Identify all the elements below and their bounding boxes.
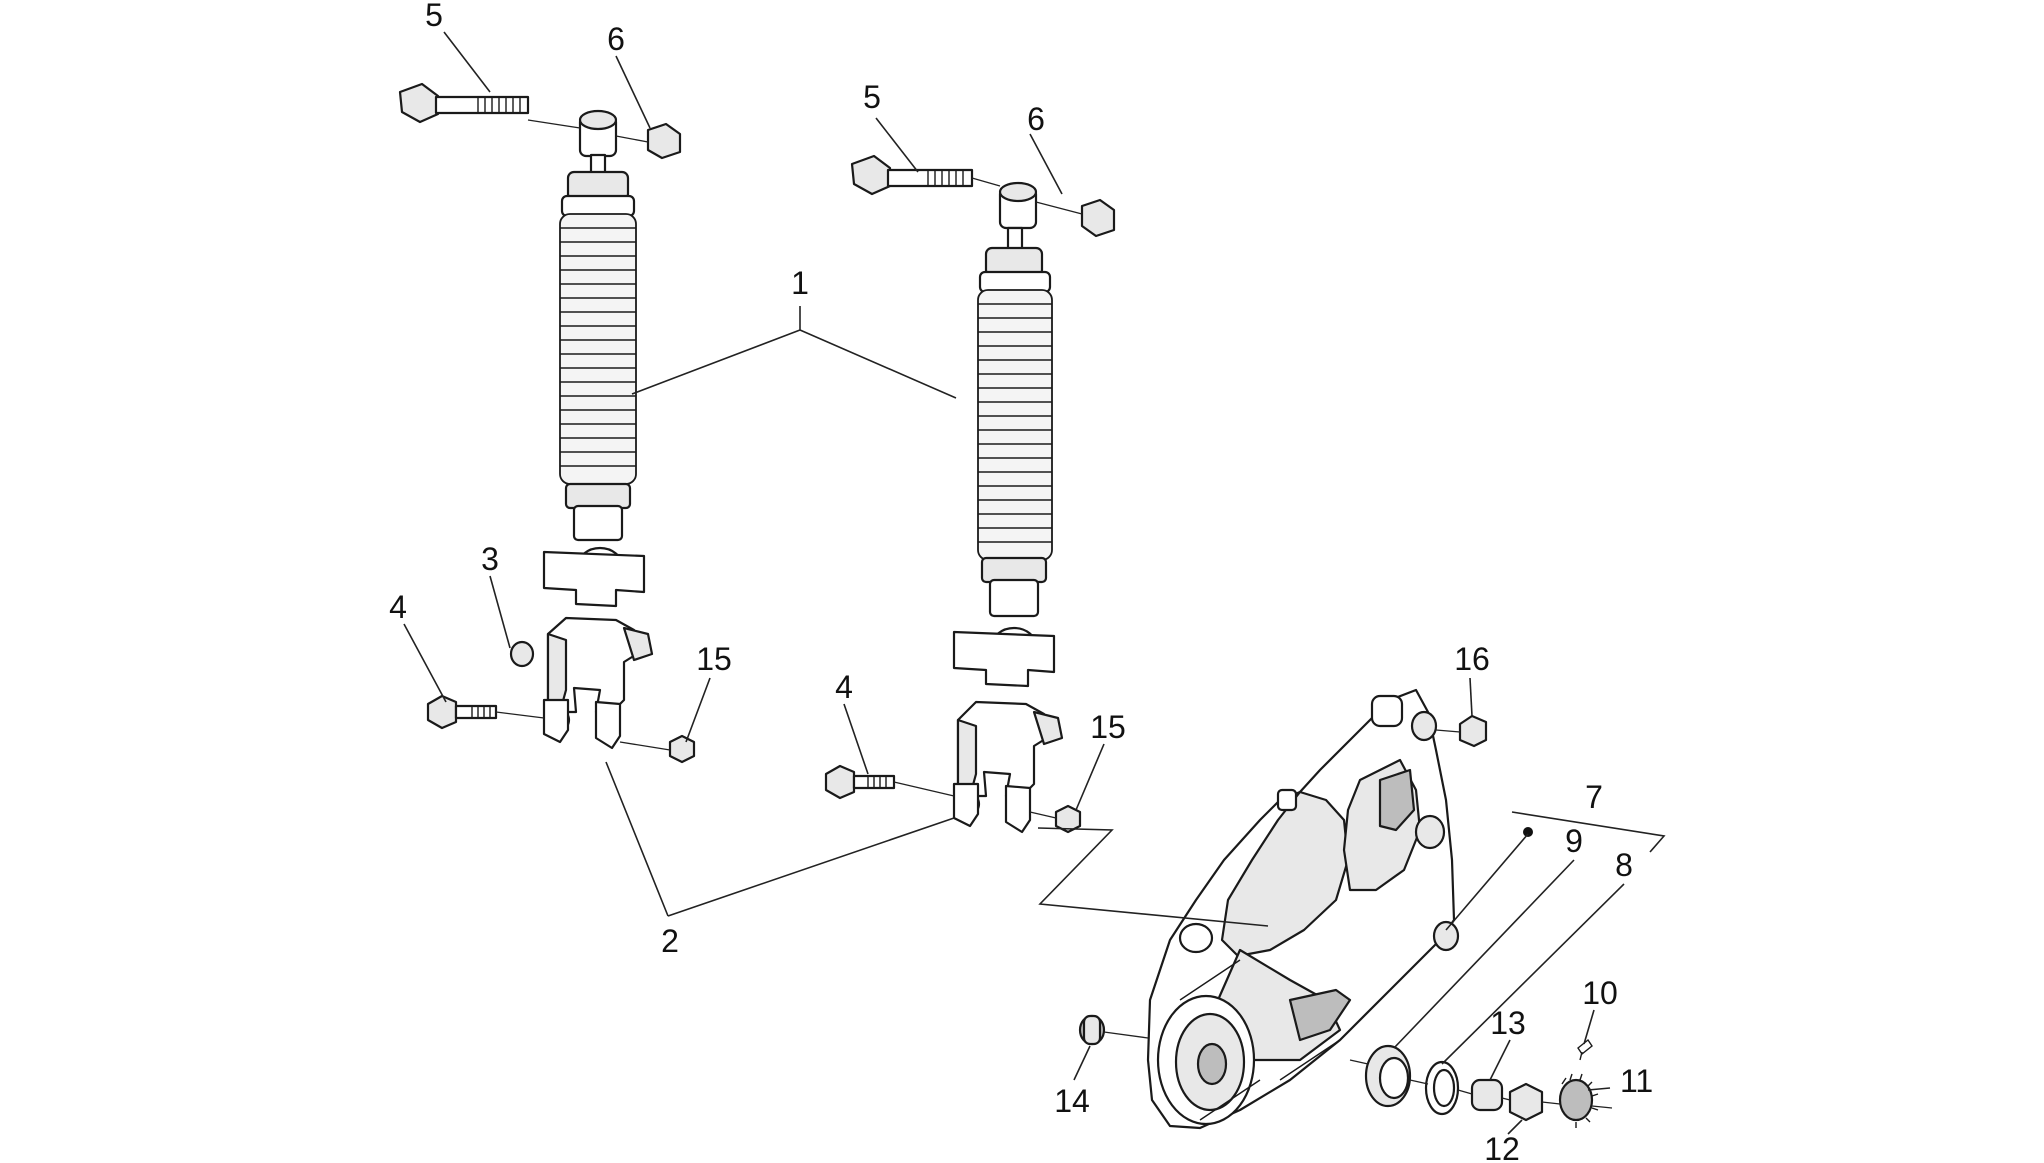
callout-13: 13 bbox=[1490, 1005, 1526, 1041]
callout-6-right: 6 bbox=[1027, 101, 1045, 137]
right-lower-bracket bbox=[952, 700, 1064, 834]
spacer bbox=[1470, 1078, 1504, 1112]
callout-10: 10 bbox=[1582, 975, 1618, 1011]
swing-arm bbox=[1146, 688, 1460, 1130]
right-lower-bolt bbox=[824, 764, 896, 800]
left-washer bbox=[509, 640, 535, 668]
callout-8: 8 bbox=[1615, 847, 1633, 883]
left-lower-bracket bbox=[542, 616, 654, 750]
leader-lines bbox=[403, 31, 1666, 1135]
callout-5-right: 5 bbox=[863, 79, 881, 115]
callout-15-right: 15 bbox=[1090, 709, 1126, 745]
callout-7: 7 bbox=[1585, 779, 1603, 815]
bushing bbox=[1078, 1014, 1106, 1046]
callout-4-right: 4 bbox=[835, 669, 853, 705]
right-shock-absorber bbox=[824, 154, 1116, 834]
gear bbox=[1558, 1073, 1599, 1128]
callout-16: 16 bbox=[1454, 641, 1490, 677]
callout-6-left: 6 bbox=[607, 21, 625, 57]
axle-nut bbox=[1508, 1082, 1544, 1122]
callout-5-left: 5 bbox=[425, 0, 443, 33]
swing-arm-nut bbox=[1458, 714, 1488, 748]
callout-14: 14 bbox=[1054, 1083, 1090, 1119]
left-lower-nut bbox=[668, 734, 696, 764]
right-top-nut bbox=[1080, 198, 1116, 238]
callout-15-left: 15 bbox=[696, 641, 732, 677]
left-lower-bolt bbox=[426, 694, 498, 730]
callout-12: 12 bbox=[1484, 1131, 1520, 1163]
circlip bbox=[1424, 1060, 1460, 1116]
left-top-bolt bbox=[398, 82, 530, 124]
callout-9: 9 bbox=[1565, 823, 1583, 859]
right-top-bolt bbox=[850, 154, 974, 196]
left-shock-absorber bbox=[398, 82, 696, 764]
callout-labels: 5 6 5 6 1 3 4 15 4 15 16 7 9 8 2 10 13 1… bbox=[389, 0, 1653, 1163]
callout-1: 1 bbox=[791, 265, 809, 301]
left-top-nut bbox=[646, 122, 682, 160]
left-top-eye bbox=[578, 109, 618, 175]
callout-4-left: 4 bbox=[389, 589, 407, 625]
right-lower-nut bbox=[1054, 804, 1082, 834]
callout-11: 11 bbox=[1620, 1063, 1653, 1099]
bearing bbox=[1364, 1044, 1412, 1108]
callout-2: 2 bbox=[661, 923, 679, 959]
grease-point bbox=[1523, 827, 1533, 837]
right-top-eye bbox=[998, 181, 1038, 252]
callout-3: 3 bbox=[481, 541, 499, 577]
